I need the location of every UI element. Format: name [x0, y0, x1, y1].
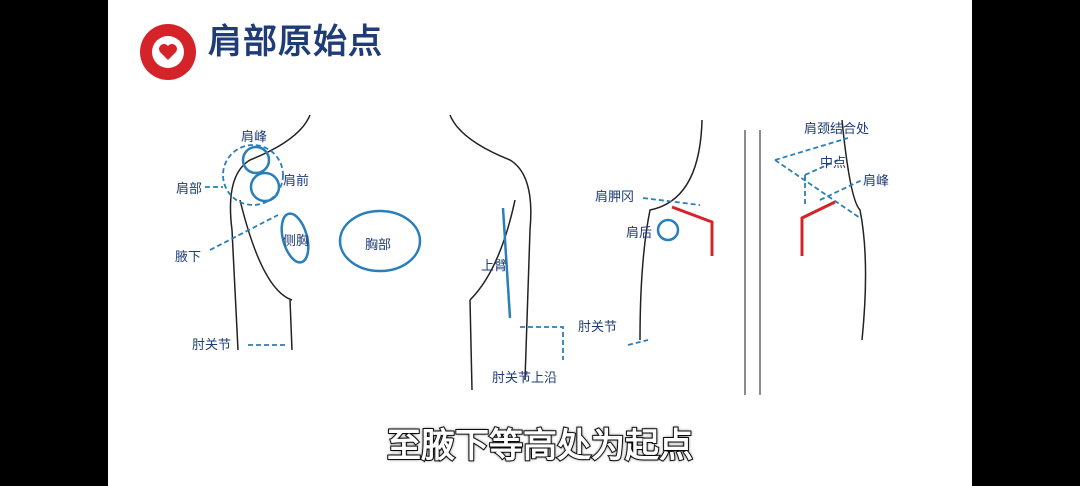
label-back-zhouguanjie: 肘关节 [578, 320, 618, 335]
subtitle: 至腋下等高处为起点 [386, 425, 694, 467]
label-jianqian: 肩前 [283, 174, 310, 189]
label-jianjing: 肩颈结合处 [804, 122, 870, 137]
logo [140, 24, 196, 80]
label-xiongbu: 胸部 [365, 238, 392, 253]
label-zhouguanjie: 肘关节 [192, 338, 232, 353]
label-yexia: 腋下 [175, 250, 202, 265]
label-jianbu: 肩部 [176, 182, 203, 197]
label-jianhou: 肩后 [626, 226, 653, 241]
label-jianjiagang: 肩胛冈 [595, 190, 635, 205]
label-shangbi: 上臂 [481, 259, 508, 274]
heart-logo-icon [152, 36, 184, 68]
label-cexiong: 侧胸 [283, 234, 310, 249]
label-back-jianfeng: 肩峰 [863, 174, 890, 189]
label-jianfeng: 肩峰 [241, 130, 268, 145]
label-zhouguanjie-top: 肘关节上沿 [492, 371, 558, 386]
label-zhongdian: 中点 [820, 156, 847, 171]
page-title: 肩部原始点 [208, 22, 383, 62]
